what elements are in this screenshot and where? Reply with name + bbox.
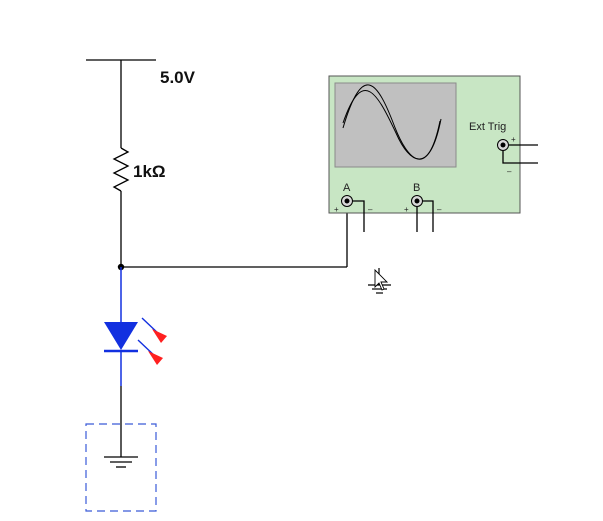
ext-trig-leads[interactable]: [502, 144, 538, 164]
channel-a-plus: +: [334, 205, 339, 214]
ext-trig-minus: –: [507, 167, 512, 176]
led-light-arrows-icon: [137, 317, 167, 365]
dc-supply[interactable]: [86, 59, 156, 148]
ground-symbol[interactable]: [104, 456, 138, 468]
channel-a-minus: –: [368, 205, 373, 214]
ext-trig-label: Ext Trig: [469, 121, 506, 133]
channel-b-terminal[interactable]: [411, 195, 423, 207]
channel-b-minus: –: [437, 205, 442, 214]
channel-a-minus-lead[interactable]: [353, 200, 365, 232]
resistor[interactable]: [112, 147, 130, 192]
channel-b-leads[interactable]: [416, 200, 434, 232]
channel-a-label: A: [343, 182, 351, 194]
scope-waveforms: [342, 84, 442, 160]
channel-b-label: B: [413, 182, 420, 194]
scope-screen: [334, 82, 457, 168]
oscilloscope[interactable]: A + – B + – Ext Trig + –: [328, 75, 538, 232]
ext-trig-terminal[interactable]: [497, 139, 509, 151]
ext-trig-plus: +: [511, 135, 516, 144]
channel-b-plus: +: [404, 205, 409, 214]
mouse-cursor-icon: [374, 268, 389, 291]
channel-a-terminal[interactable]: [341, 195, 353, 207]
wire-net[interactable]: [120, 191, 348, 268]
resistor-value-label: 1kΩ: [133, 162, 166, 181]
supply-voltage-label: 5.0V: [160, 68, 196, 87]
led[interactable]: [104, 322, 138, 353]
